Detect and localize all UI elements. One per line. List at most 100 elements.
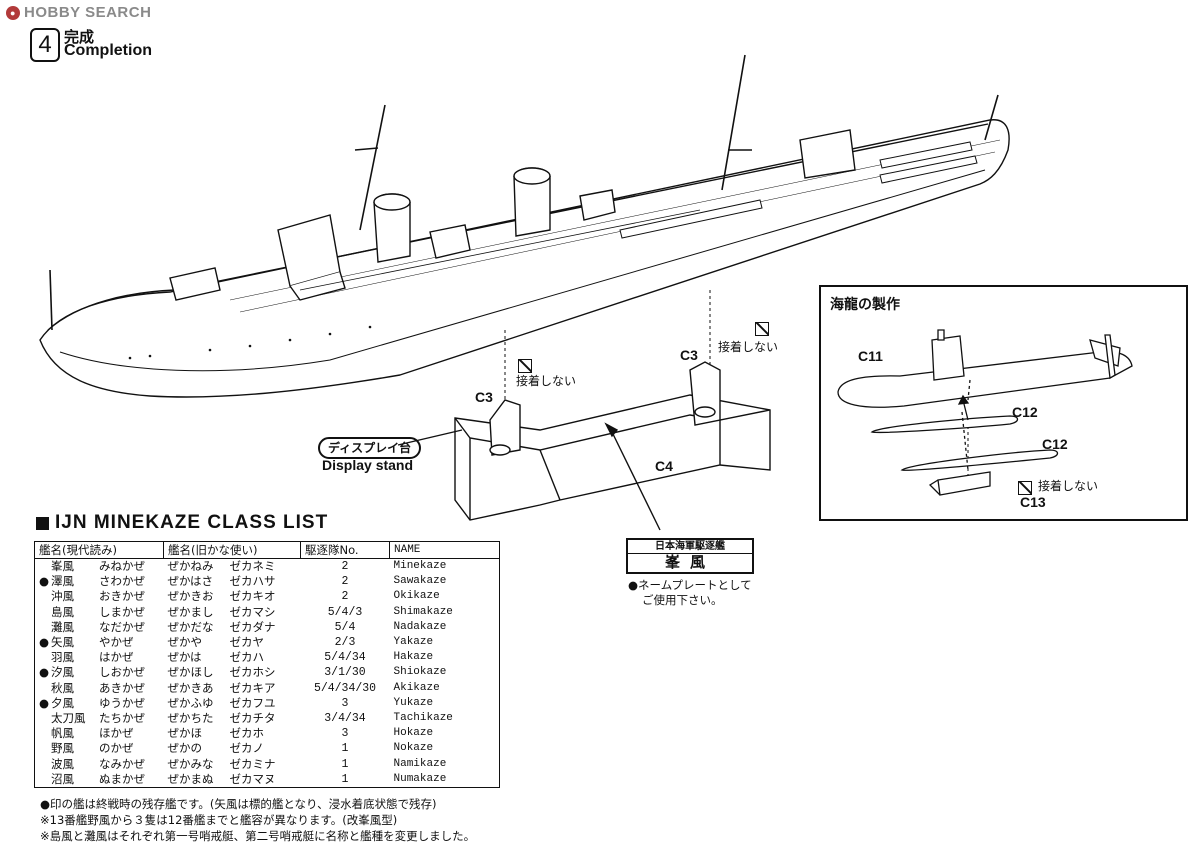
ship-name-old-kata: ゼカノ [229,741,265,756]
label-c3-right: C3 [680,347,698,363]
division-no: 1 [341,757,349,771]
division-no: 3 [341,727,349,741]
division-no: 2 [341,575,349,589]
ship-name-old-kata: ゼカハ [229,650,265,665]
ship-name-kanji: 夕風 [51,695,74,710]
ship-name-kanji: 野風 [51,741,74,756]
ship-illustration [39,54,1010,531]
nameplate-top: 日本海軍駆逐艦 [628,540,752,554]
ship-name-kanji: 灘風 [51,619,74,634]
class-list-title: IJN MINEKAZE CLASS LIST [36,512,328,534]
ship-name-old-hira: ぜかきお [167,589,214,604]
ship-name-old-hira: ぜかちた [167,710,214,725]
ship-name-kanji: 羽風 [51,650,74,665]
ship-name-kanji: 汐風 [51,665,74,680]
ship-name-old-kata: ゼカキオ [229,589,276,604]
label-c11: C11 [858,348,883,364]
ship-name-kanji: 沼風 [51,771,74,786]
ship-name-modern: おきかぜ [99,589,145,604]
ship-name-old-hira: ぜかみな [167,756,214,771]
ship-name-en: Akikaze [393,681,440,694]
ship-name-kanji: 峯風 [51,559,74,574]
nameplate-note: ●ネームプレートとして ご使用下さい。 [628,578,752,608]
ship-name-en: Numakaze [393,772,447,785]
ship-funnel-front [373,193,411,263]
label-c12-b: C12 [1042,436,1068,452]
ship-name-kanji: 帆風 [51,726,74,741]
ship-name-kanji: 沖風 [51,589,74,604]
survivor-mark: ● [39,665,50,680]
ship-name-old-hira: ぜかきあ [167,680,214,695]
inset-no-glue-label: 接着しない [1038,479,1099,493]
ship-name-old-kata: ゼカハサ [229,574,276,589]
division-no: 1 [341,742,349,756]
ship-name-modern: はかぜ [99,650,134,665]
survivor-mark: ● [39,574,50,589]
ship-name-modern: あきかぜ [99,680,145,695]
nameplate-note-line1: ●ネームプレートとして [628,578,752,592]
ship-name-en: Shiokaze [393,666,447,679]
header-division: 駆逐隊No. [300,541,390,559]
ship-name-old-hira: ぜかねみ [167,559,214,574]
label-c3-left: C3 [475,389,493,405]
division-no: 2 [341,590,349,604]
kairyu-illustration [837,329,1133,496]
ship-hull [39,119,1010,398]
survivor-mark: ● [39,635,50,650]
ship-name-kanji: 波風 [51,756,74,771]
ship-name-old-kata: ゼカフユ [229,695,276,710]
division-no: 5/4 [334,620,356,634]
ship-name-kanji: 澤風 [51,574,74,589]
step-number: 4 [30,28,60,62]
display-stand [454,361,771,521]
no-glue-label-left: 接着しない [516,374,577,388]
ship-name-en: Namikaze [393,757,447,770]
no-glue-icon [1018,477,1032,496]
display-stand-label-jp: ディスプレイ台 [318,437,422,459]
ship-name-kanji: 太刀風 [51,710,86,725]
ship-name-en: Shimakaze [393,605,453,618]
ship-name-kanji: 矢風 [51,635,74,650]
division-no: 3/4/34 [324,711,366,725]
ship-name-old-hira: ぜかだな [167,619,214,634]
step-title-en: Completion [64,42,152,59]
ship-name-modern: ほかぜ [99,726,134,741]
ship-name-old-hira: ぜかまし [167,604,214,619]
label-c12-a: C12 [1012,404,1038,420]
ship-name-old-hira: ぜかはさ [167,574,214,589]
division-no: 2/3 [334,636,356,650]
ship-name-old-hira: ぜかの [167,741,203,756]
division-no: 2 [341,560,349,574]
division-no: 3 [341,696,349,710]
ship-name-en: Yukaze [393,696,434,709]
ship-name-old-hira: ぜかふゆ [167,695,214,710]
square-bullet-icon [36,516,49,530]
ship-name-en: Sawakaze [393,575,447,588]
division-no: 5/4/3 [327,605,363,619]
ship-name-old-hira: ぜかほし [167,665,214,680]
header-name: NAME [389,541,500,559]
ship-name-modern: ぬまかぜ [99,771,145,786]
ship-funnel-rear [513,167,551,237]
ship-name-old-kata: ゼカヤ [229,635,265,650]
class-list-header-row: 艦名(現代読み) 艦名(旧かな使い) 駆逐隊No. NAME [34,541,500,559]
ship-name-kanji: 島風 [51,604,74,619]
header-modern: 艦名(現代読み) [34,541,164,559]
ship-name-modern: やかぜ [99,635,134,650]
ship-name-modern: さわかぜ [99,574,145,589]
division-no: 5/4/34/30 [313,681,377,695]
header-old: 艦名(旧かな使い) [163,541,301,559]
watermark-text: HOBBY SEARCH [24,4,152,21]
ship-name-old-kata: ゼカダナ [229,619,276,634]
ship-name-modern: のかぜ [99,741,134,756]
ship-masts [49,54,999,331]
